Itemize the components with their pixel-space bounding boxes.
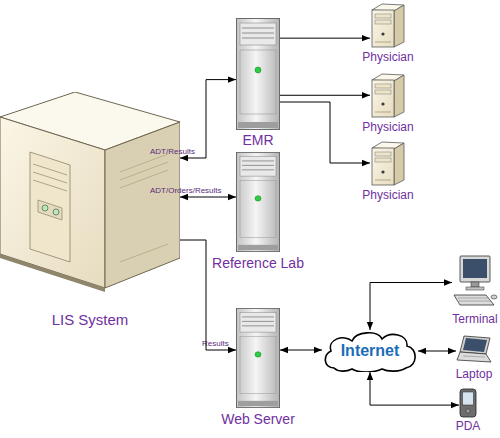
server-box: Web Server <box>236 308 280 408</box>
node-icon <box>452 255 498 310</box>
node-icon <box>236 308 280 408</box>
connector <box>370 283 452 331</box>
connector <box>280 102 370 163</box>
server-box: EMR <box>236 18 280 130</box>
node-icon <box>456 335 492 365</box>
node-label: Physician <box>362 121 413 134</box>
workstation: Physician <box>370 72 406 118</box>
edge-label: ADT/Orders/Results <box>150 187 222 195</box>
server-box: Reference Lab <box>236 152 280 252</box>
edge-label: Results <box>202 340 229 348</box>
connector <box>418 351 456 352</box>
icon-use <box>237 308 280 407</box>
node-icon <box>370 2 406 48</box>
node-icon <box>236 152 280 252</box>
icon-use <box>454 256 497 305</box>
node-icon <box>459 388 477 418</box>
icon-use <box>237 19 280 130</box>
icon-use <box>372 142 404 185</box>
internet-cloud: Internet <box>322 330 418 372</box>
workstation: Physician <box>370 2 406 48</box>
node-label: Laptop <box>456 368 493 381</box>
connector <box>180 80 236 158</box>
icon-use <box>325 333 415 372</box>
icon-use <box>372 4 404 47</box>
node-label: LIS System <box>52 312 129 329</box>
pda-device: PDA <box>459 388 477 418</box>
node-icon <box>370 72 406 118</box>
icon-use <box>457 336 491 362</box>
node-label: Physician <box>362 51 413 64</box>
icon-use <box>372 74 404 117</box>
connector <box>280 38 370 39</box>
node-icon <box>236 18 280 130</box>
connector <box>180 197 236 198</box>
connector <box>180 240 236 350</box>
workstation: Physician <box>370 140 406 186</box>
edge-label: ADT/Results <box>150 148 195 156</box>
connector <box>280 95 370 96</box>
node-label: Physician <box>362 189 413 202</box>
node-label: Internet <box>341 342 400 360</box>
node-label: Web Server <box>221 412 295 427</box>
icon-use <box>237 152 280 251</box>
terminal-device: Terminal <box>452 255 498 310</box>
node-label: Terminal <box>452 313 497 326</box>
connector <box>280 350 322 351</box>
node-icon <box>370 140 406 186</box>
node-label: Reference Lab <box>212 256 304 271</box>
icon-use <box>460 389 476 417</box>
node-label: PDA <box>456 420 481 433</box>
node-label: EMR <box>242 133 273 148</box>
laptop-device: Laptop <box>456 335 492 365</box>
connector <box>370 372 459 405</box>
